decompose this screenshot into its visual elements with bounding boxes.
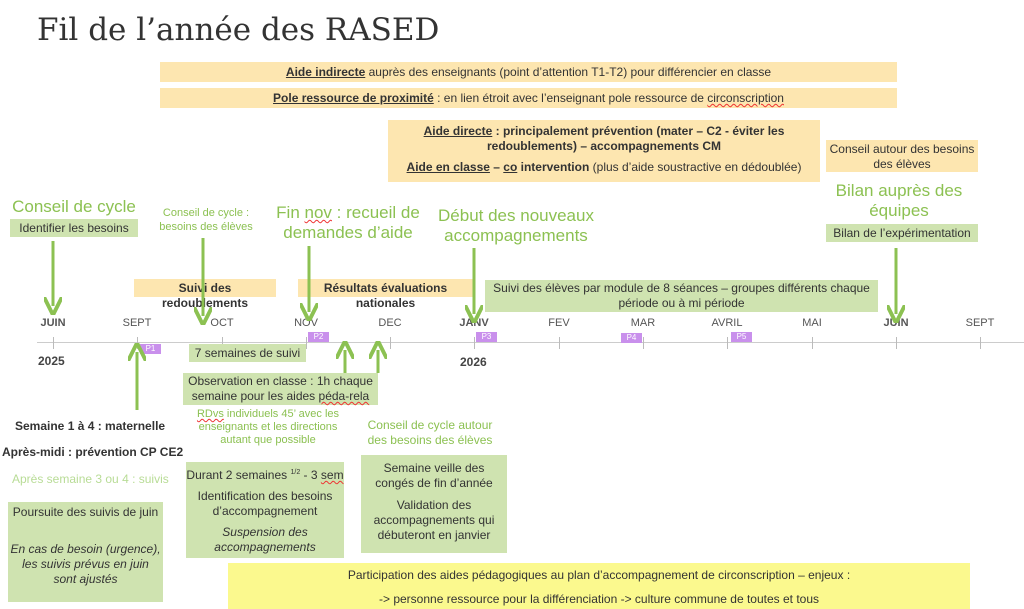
period-badge: P3 [476, 332, 497, 342]
urgence: En cas de besoin (urgence), les suivis p… [10, 542, 161, 586]
conseil-cycle-besoins: Conseil de cycle : besoins des élèves [159, 207, 253, 233]
month-tick [727, 337, 728, 349]
aide-directe: Aide directe : principalement prévention… [394, 124, 814, 154]
month-label: SEPT [965, 317, 995, 329]
month-tick [474, 337, 475, 349]
text: : en lien étroit avec l’enseignant pole … [433, 91, 708, 105]
text: RDvs [196, 408, 224, 420]
aide-directe-box: Aide directe : principalement prévention… [388, 120, 820, 182]
apres-midi: Après-midi : prévention CP CE2 [2, 445, 184, 459]
month-label: AVRIL [711, 317, 743, 329]
identification: Identification des besoins d’accompagnem… [197, 489, 333, 518]
module-box: Suivi des élèves par module de 8 séances… [485, 280, 878, 312]
aide-en-classe: Aide en classe – co intervention (plus d… [394, 160, 814, 175]
label: Aide directe [423, 124, 493, 138]
page-title: Fil de l’année des RASED [37, 12, 440, 48]
text: Fin [276, 203, 305, 222]
label: Aide en classe [406, 160, 490, 174]
pole-ressource-box: Pole ressource de proximité : en lien ét… [160, 88, 897, 108]
label: Pole ressource de proximité [273, 91, 434, 105]
suspension: Suspension des accompagnements [214, 525, 316, 554]
fin-nov-heading: Fin nov : recueil de demandes d’aide [276, 203, 420, 243]
label: Aide indirecte [285, 65, 366, 79]
text: péda-rela [318, 389, 370, 403]
month-tick [980, 337, 981, 349]
poursuite-box: Poursuite des suivis de juin En cas de b… [8, 502, 163, 602]
aide-indirecte-box: Aide indirecte auprès des enseignants (p… [160, 62, 897, 82]
text: intervention [517, 160, 590, 174]
observation-box: Observation en classe : 1h chaque semain… [183, 373, 378, 405]
text: Observation en classe : 1h chaque semain… [188, 374, 373, 403]
text: circonscription [707, 91, 784, 105]
text: – [489, 160, 504, 174]
month-tick [643, 337, 644, 349]
text: : principalement prévention (mater – C2 … [486, 124, 785, 153]
durant-box: Durant 2 semaines 1/2 - 3 sem Identifica… [186, 462, 344, 558]
month-tick [812, 337, 813, 349]
resultats-box: Résultats évaluations nationales [298, 279, 473, 310]
month-label: FEV [548, 317, 570, 329]
timeline-axis [37, 342, 1024, 343]
month-tick [559, 337, 560, 349]
validation: Validation des accompagnements qui début… [373, 498, 495, 542]
conseil-besoins-box: Conseil autour des besoins des élèves [826, 140, 978, 172]
text: co [503, 160, 518, 174]
personne: -> personne ressource pour la différenci… [378, 592, 820, 606]
year-label: 2026 [460, 355, 487, 369]
month-label: MAR [630, 317, 656, 329]
month-label: SEPT [122, 317, 152, 329]
debut-accompagnements-heading: Début des nouveaux accompagnements [438, 206, 594, 245]
month-label: OCT [210, 317, 234, 329]
month-label: DEC [378, 317, 402, 329]
semaine-1-4: Semaine 1 à 4 : maternelle [15, 419, 166, 433]
veille: Semaine veille des congés de fin d’année [375, 461, 493, 490]
conseil-cycle-heading: Conseil de cycle [12, 197, 136, 216]
bilan-heading: Bilan auprès des équipes [835, 181, 963, 220]
participation-box: Participation des aides pédagogiques au … [228, 563, 970, 609]
redoublements-box: Suivi des redoublements [134, 279, 276, 310]
month-tick [390, 337, 391, 349]
text: : recueil de demandes d’aide [283, 203, 420, 242]
apres-semaine: Après semaine 3 ou 4 : suivis [12, 472, 169, 486]
year-label: 2025 [38, 354, 65, 368]
sept-semaines-box: 7 semaines de suivi [189, 344, 306, 362]
period-badge: P2 [308, 332, 329, 342]
rdvs-text: RDvs individuels 45’ avec les enseignant… [192, 408, 344, 447]
veille-box: Semaine veille des congés de fin d’année… [361, 455, 507, 553]
period-badge: P1 [140, 344, 161, 354]
conseil-cycle-3: Conseil de cycle autour des besoins des … [367, 418, 493, 447]
month-tick [222, 337, 223, 349]
month-tick [896, 337, 897, 349]
month-label: JUIN [40, 317, 66, 329]
period-badge: P5 [731, 332, 752, 342]
text: (plus d’aide soustractive en dédoublée) [589, 160, 802, 174]
month-tick [53, 337, 54, 349]
month-tick [306, 337, 307, 349]
text: auprès des enseignants (point d’attentio… [365, 65, 772, 79]
month-label: MAI [802, 317, 822, 329]
bilan-box: Bilan de l’expérimentation [826, 224, 978, 242]
participation: Participation des aides pédagogiques au … [347, 568, 851, 582]
period-badge: P4 [621, 333, 642, 343]
identifier-besoins-box: Identifier les besoins [10, 219, 138, 237]
durant: Durant 2 semaines 1/2 - 3 sem [186, 468, 344, 482]
text: individuels 45’ avec les enseignants et … [198, 408, 340, 446]
poursuite: Poursuite des suivis de juin [12, 505, 159, 519]
text: nov [304, 203, 332, 222]
